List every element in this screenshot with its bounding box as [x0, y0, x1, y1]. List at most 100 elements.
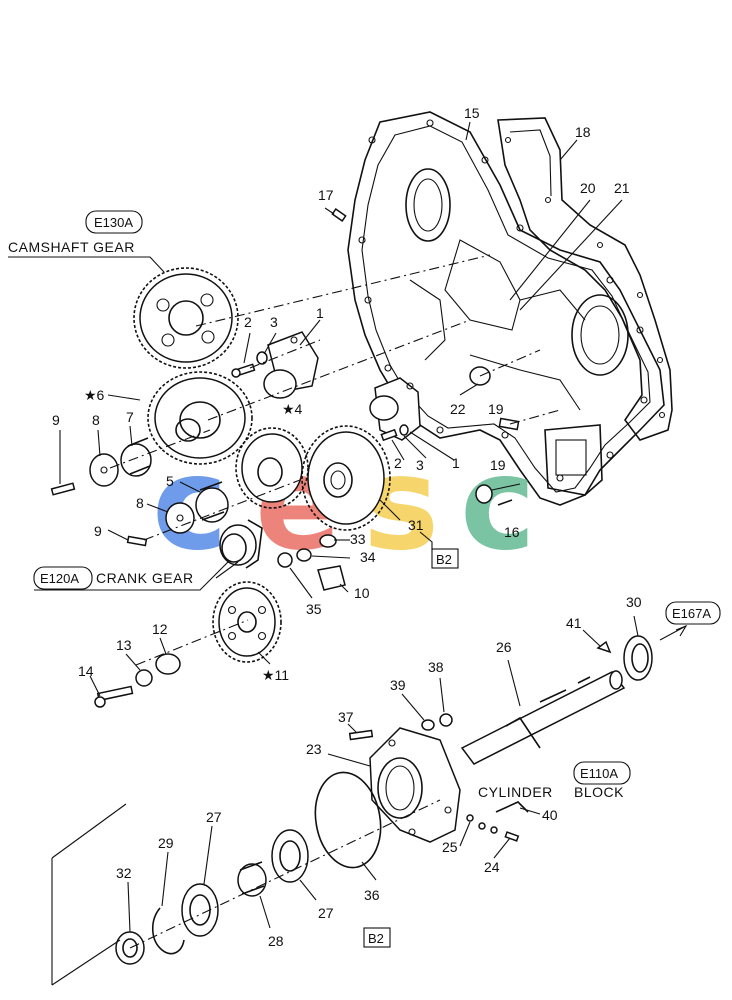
label-part-27a: 27: [206, 809, 222, 825]
ref-camshaft-code: E130A: [94, 215, 133, 230]
label-part-3b: 3: [416, 457, 424, 473]
label-part-33: 33: [350, 531, 366, 547]
bolt-9-upper: [50, 482, 76, 496]
label-part-8b: 8: [136, 495, 144, 511]
label-part-29: 29: [158, 835, 174, 851]
bolt-2-lower: [380, 428, 398, 442]
washers-25: [466, 814, 498, 834]
pin-16: [497, 499, 513, 506]
shaft-10: [317, 565, 346, 591]
bolt-9-lower: [126, 535, 148, 547]
ref-e167-code: E167A: [672, 606, 711, 621]
crank-gear-bushing: [219, 519, 263, 569]
bearing-housing-23: [369, 727, 461, 843]
bolt-19-upper: [498, 417, 520, 431]
nut-38: [439, 713, 453, 727]
key-41: [596, 640, 612, 654]
bolt-19-lower: [475, 483, 521, 504]
bolt-2-upper: [231, 363, 256, 378]
label-part-10: 10: [354, 585, 370, 601]
bolt-24: [504, 831, 520, 842]
label-part-41: 41: [566, 615, 582, 631]
label-part-32: 32: [116, 865, 132, 881]
label-part-13: 13: [116, 637, 132, 653]
label-part-35: 35: [306, 601, 322, 617]
washer-3-upper: [256, 351, 268, 365]
washer-3-lower: [399, 424, 409, 436]
oil-pump-gear: [212, 581, 282, 663]
washer-39: [421, 719, 435, 731]
bolt-14: [94, 685, 134, 708]
label-part-2a: 2: [244, 314, 252, 330]
label-part-31: 31: [408, 517, 424, 533]
label-part-26: 26: [496, 639, 512, 655]
camshaft-gear: [133, 267, 239, 369]
pin-17: [331, 208, 347, 222]
spacer-28: [237, 861, 267, 897]
label-part-21: 21: [614, 180, 630, 196]
label-part-18: 18: [575, 124, 591, 140]
ref-e110-code: E110A: [580, 766, 618, 781]
washer-13: [135, 669, 153, 687]
label-part-39: 39: [390, 677, 406, 693]
label-part-40: 40: [542, 807, 558, 823]
label-part-27b: 27: [318, 905, 334, 921]
label-part-15: 15: [464, 105, 480, 121]
part-number-labels: 15 18 20 21 17 1 2 3 ★4 ★6 9 8 7 5 8 9 2…: [52, 105, 642, 949]
label-part-4: ★4: [282, 401, 303, 417]
gear-case-cover: [347, 111, 665, 506]
snap-ring-29: [151, 907, 185, 955]
label-part-8a: 8: [92, 412, 100, 428]
bush-7: [120, 437, 152, 477]
bearing-27-left: [181, 883, 219, 937]
washer-35: [277, 552, 293, 568]
camshaft-gear-caption: CAMSHAFT GEAR: [8, 239, 135, 255]
label-part-38: 38: [428, 659, 444, 675]
label-part-16: 16: [504, 524, 520, 540]
label-part-20: 20: [580, 180, 596, 196]
ref-b2-bottom-text: B2: [368, 931, 384, 946]
label-part-11: ★11: [262, 667, 289, 683]
washer-33-34: [296, 534, 337, 562]
label-part-14: 14: [78, 663, 94, 679]
label-part-12: 12: [152, 621, 168, 637]
bolt-40: [495, 801, 529, 813]
label-part-25: 25: [442, 839, 458, 855]
ref-b2-top: B2: [431, 548, 459, 569]
crank-gear-caption: CRANK GEAR: [96, 570, 194, 586]
drive-shaft-26: [460, 670, 626, 765]
label-part-19a: 19: [488, 401, 504, 417]
label-part-1b: 1: [452, 455, 460, 471]
label-part-2b: 2: [394, 455, 402, 471]
ref-b2-bottom: B2: [363, 927, 391, 948]
label-part-23: 23: [306, 741, 322, 757]
label-part-6: ★6: [84, 387, 105, 403]
ref-camshaft: E130A CAMSHAFT GEAR: [8, 210, 165, 273]
cylinder-caption: CYLINDER: [478, 784, 553, 800]
ref-crank: E120A CRANK GEAR: [33, 561, 229, 591]
label-part-36: 36: [364, 887, 380, 903]
bearing-27-right: [271, 829, 309, 883]
label-part-22: 22: [450, 401, 466, 417]
label-part-30: 30: [626, 594, 642, 610]
plate-8-upper: [89, 453, 119, 487]
idle-shaft-1-lower: [369, 377, 421, 441]
ref-e110: E110A CYLINDER BLOCK: [478, 761, 631, 800]
label-part-24: 24: [484, 859, 500, 875]
block-caption: BLOCK: [574, 784, 624, 800]
label-part-9b: 9: [94, 523, 102, 539]
label-part-28: 28: [268, 933, 284, 949]
leader-lines: [59, 121, 639, 933]
label-part-7: 7: [126, 409, 134, 425]
ref-crank-code: E120A: [40, 571, 79, 586]
o-ring-36: [314, 771, 382, 869]
oil-seal-30: [623, 635, 653, 681]
fuel-pump-gear: [301, 425, 391, 531]
label-part-34: 34: [360, 549, 376, 565]
idle-gear: [147, 371, 253, 465]
label-part-17: 17: [318, 187, 334, 203]
bush-5: [195, 481, 229, 523]
bolt-37: [348, 729, 374, 741]
idle-gear-small: [235, 427, 309, 509]
